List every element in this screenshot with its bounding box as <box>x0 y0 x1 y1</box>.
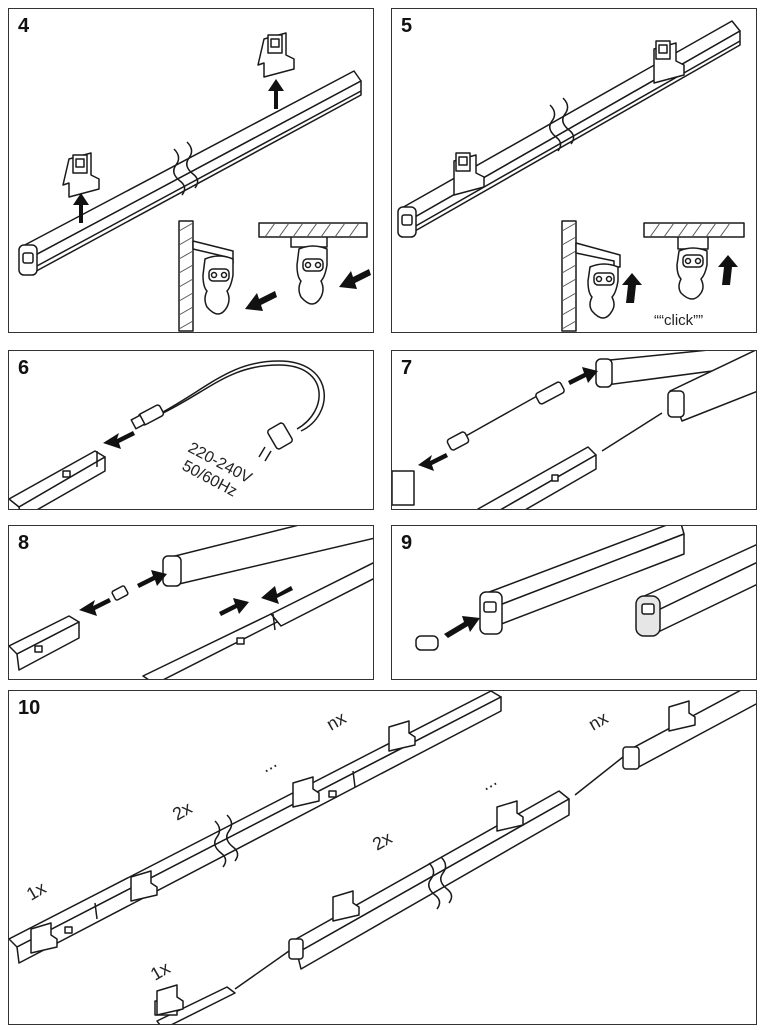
step-9-panel: 9 <box>391 525 757 680</box>
step-4-illustration <box>18 32 371 332</box>
arrow-push-icon <box>245 269 371 311</box>
step-number: 5 <box>401 15 413 37</box>
step-10-panel: 10 <box>8 690 757 1025</box>
row2-label-1x: 1x <box>147 958 173 985</box>
arrow-right-icon <box>444 616 480 638</box>
break-mark <box>549 97 575 152</box>
light-bar <box>397 20 741 238</box>
connector-icon <box>446 381 565 451</box>
step-number: 6 <box>18 357 30 379</box>
break-mark <box>173 141 199 196</box>
row1-label-ellipsis: ... <box>257 752 280 777</box>
arrow-left-icon <box>103 431 135 449</box>
row1-label-2x: 2x <box>169 798 195 825</box>
bar-row-1 <box>9 691 502 964</box>
step-9-illustration <box>415 526 756 651</box>
row1-label-1x: 1x <box>23 878 49 905</box>
mounting-clip <box>156 700 696 1016</box>
light-bar-right <box>142 562 373 679</box>
step-number: 4 <box>18 15 30 37</box>
bar-row-2-seg3 <box>622 691 756 770</box>
step-number: 10 <box>18 697 41 719</box>
coupler-icon <box>111 585 129 601</box>
cable <box>234 756 624 990</box>
wall-detail <box>561 220 621 332</box>
mounting-clip-right <box>257 32 295 78</box>
light-bar-bottom <box>477 446 597 509</box>
light-bar-end <box>392 470 415 506</box>
step-10-illustration: 1x 2x ... nx 1x 2x ... nx <box>9 691 756 1024</box>
step-number: 8 <box>18 532 30 554</box>
step-7-panel: 7 <box>391 350 757 510</box>
step-6-panel: 6 220 <box>8 350 374 510</box>
step-8-illustration <box>9 526 373 679</box>
row2-label-nx: nx <box>585 708 611 735</box>
step-5-illustration: ““click”” <box>397 20 745 332</box>
step-4-panel: 4 <box>8 8 374 333</box>
mains-plug-icon <box>258 422 293 462</box>
light-bar <box>9 450 106 509</box>
light-bar-left <box>9 615 80 671</box>
step-7-illustration <box>392 351 756 509</box>
ceiling-detail <box>643 222 745 300</box>
row1-label-nx: nx <box>323 708 349 735</box>
break-mark <box>428 856 453 910</box>
wall-detail <box>178 220 234 332</box>
mounting-clip-right <box>653 40 685 84</box>
click-label: ““click”” <box>654 312 703 329</box>
row2-label-ellipsis: ... <box>477 770 500 795</box>
ceiling-detail <box>258 222 368 305</box>
light-bar-top <box>162 526 373 587</box>
mounting-clip-left <box>453 152 485 196</box>
step-number: 7 <box>401 357 413 379</box>
mounting-clip <box>30 720 416 954</box>
step-number: 9 <box>401 532 413 554</box>
step-8-panel: 8 <box>8 525 374 680</box>
arrow-up-icon <box>73 79 284 223</box>
power-cable <box>158 360 325 432</box>
step-6-illustration: 220-240V 50/60Hz <box>9 360 325 509</box>
mounting-clip-left <box>62 152 100 198</box>
bar-row-2-seg2 <box>288 790 570 970</box>
arrow-up-icon <box>622 255 738 303</box>
connector-plug-icon <box>130 404 165 430</box>
cable <box>463 390 663 452</box>
light-bar-top <box>595 351 756 388</box>
light-bar-right <box>635 544 756 637</box>
light-bar <box>18 70 362 276</box>
arrow-icon <box>418 367 598 471</box>
light-bar-right <box>667 351 756 422</box>
step-5-panel: 5 <box>391 8 757 333</box>
end-cap-icon <box>415 635 439 651</box>
arrow-icon <box>79 570 293 616</box>
light-bar-left <box>479 526 685 635</box>
break-mark <box>214 814 239 868</box>
row2-label-2x: 2x <box>369 828 395 855</box>
